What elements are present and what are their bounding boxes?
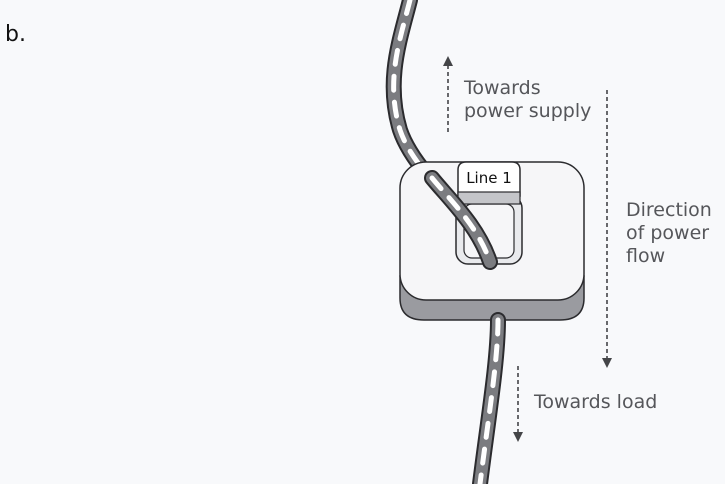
load-arrow	[513, 366, 523, 442]
wire-through-sensor	[424, 170, 498, 270]
line-tag-text: Line 1	[466, 169, 512, 187]
flow-arrow	[602, 90, 612, 368]
lower-wire	[472, 312, 506, 484]
supply-label: Towards power supply	[464, 77, 592, 122]
load-label: Towards load	[534, 391, 658, 413]
flow-label: Direction of power flow	[626, 199, 712, 267]
sensor-body	[399, 161, 585, 321]
line-tag	[457, 161, 521, 197]
panel-label: b.	[5, 22, 26, 47]
supply-arrow	[443, 56, 453, 132]
